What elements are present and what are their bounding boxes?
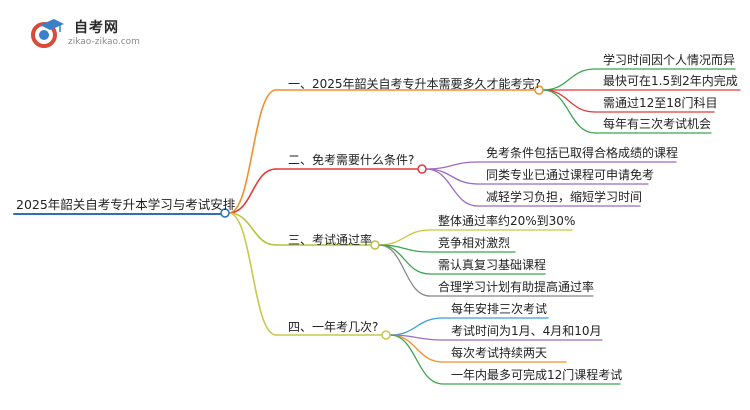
- logo-url: zikao-zikao.com: [68, 37, 140, 47]
- branch-3-connector: [228, 212, 277, 246]
- branch-1-leaf-1[interactable]: 学习时间因个人情况而异: [603, 53, 736, 67]
- branch-1-leaf-3[interactable]: 需通过12至18门科目: [603, 96, 718, 110]
- site-logo[interactable]: 自考网 zikao-zikao.com: [30, 16, 150, 50]
- branch-1-leaf-2[interactable]: 最快可在1.5到2年内完成: [603, 74, 738, 88]
- branch-4-node[interactable]: [381, 330, 391, 340]
- branch-1-connector: [228, 89, 277, 214]
- branch-4-leaf-3[interactable]: 每次考试持续两天: [451, 346, 548, 360]
- branch-1-leaf-1-connector: [542, 68, 596, 91]
- branch-3-leaf-1[interactable]: 整体通过率约20%到30%: [438, 214, 576, 228]
- branch-1-leaf-3-connector: [542, 89, 596, 113]
- branch-4-leaf-1-connector: [389, 317, 444, 336]
- branch-3-leaf-4-connector: [378, 244, 431, 297]
- branch-2-leaf-3-connector: [425, 168, 479, 207]
- branch-4-leaf-1[interactable]: 每年安排三次考试: [451, 302, 548, 316]
- branch-2-node[interactable]: [417, 164, 427, 174]
- branch-1-node[interactable]: [534, 85, 544, 95]
- branch-4-connector: [228, 212, 277, 336]
- branch-2-leaf-1[interactable]: 免考条件包括已取得合格成绩的课程: [486, 146, 679, 160]
- branch-3-node[interactable]: [370, 240, 380, 250]
- branch-1-leaf-4[interactable]: 每年有三次考试机会: [603, 117, 712, 131]
- branch-2-leaf-3[interactable]: 减轻学习负担，缩短学习时间: [486, 190, 643, 204]
- branch-4-leaf-4[interactable]: 一年内最多可完成12门课程考试: [451, 368, 623, 382]
- branch-1-label[interactable]: 一、2025年韶关自考专升本需要多久才能考完?: [288, 77, 541, 91]
- branch-2-connector: [228, 168, 277, 214]
- graduation-cap-icon: [31, 19, 64, 48]
- branch-2-leaf-1-connector: [425, 161, 479, 170]
- branch-4-label[interactable]: 四、一年考几次?: [288, 320, 379, 334]
- branch-4-leaf-4-connector: [389, 334, 444, 385]
- branch-4-leaf-3-connector: [389, 334, 444, 363]
- branch-1-leaf-4-connector: [542, 89, 596, 134]
- branch-3-leaf-4[interactable]: 合理学习计划有助提高通过率: [438, 280, 595, 294]
- branch-4-leaf-2[interactable]: 考试时间为1月、4月和10月: [451, 324, 602, 338]
- branch-2-leaf-2-connector: [425, 168, 479, 185]
- branch-2-label[interactable]: 二、免考需要什么条件?: [288, 153, 415, 167]
- root-node[interactable]: [220, 208, 230, 218]
- branch-3-leaf-1-connector: [378, 229, 431, 246]
- branch-2-leaf-2[interactable]: 同类专业已通过课程可申请免考: [486, 168, 655, 182]
- branch-3-leaf-2[interactable]: 竞争相对激烈: [438, 236, 511, 250]
- root-topic[interactable]: 2025年韶关自考专升本学习与考试安排: [16, 197, 236, 212]
- branch-3-leaf-3[interactable]: 需认真复习基础课程: [438, 258, 547, 272]
- logo-title: 自考网: [74, 20, 119, 36]
- branch-3-label[interactable]: 三、考试通过率: [288, 233, 373, 247]
